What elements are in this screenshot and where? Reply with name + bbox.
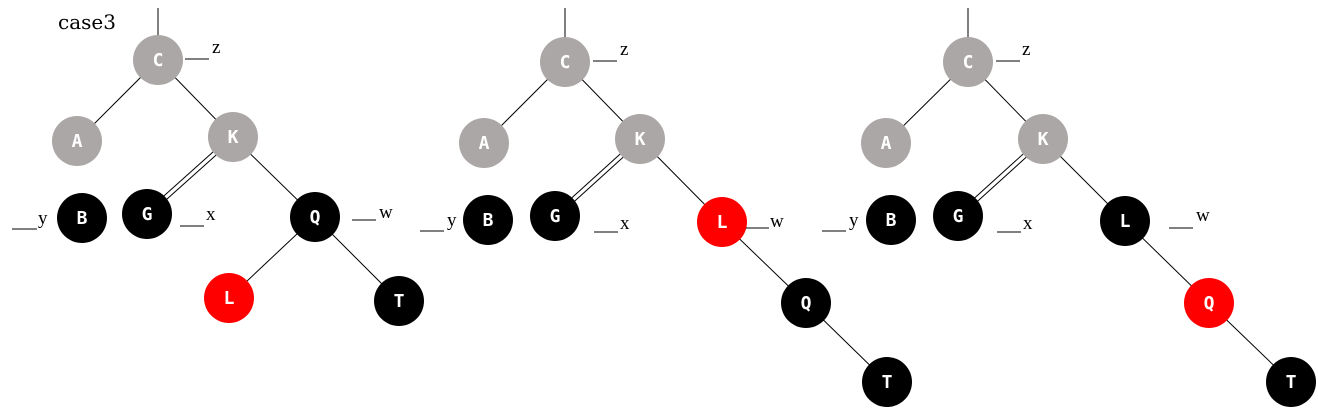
node-circle: [943, 37, 993, 87]
node-label: A: [72, 131, 83, 152]
node-circle: [1018, 114, 1068, 164]
node-circle: [540, 37, 590, 87]
node-label: C: [963, 52, 974, 73]
node-circle: [530, 191, 580, 241]
node-C: C: [943, 37, 993, 87]
node-label: A: [479, 133, 490, 154]
annotation-label-y: y: [38, 208, 48, 229]
annotation-label-y: y: [849, 210, 859, 231]
panel-3: C A K B G L Q Tz y x w: [822, 8, 1316, 407]
node-G: G: [933, 191, 983, 241]
node-G: G: [530, 191, 580, 241]
node-label: C: [153, 50, 164, 71]
node-circle: [374, 276, 424, 326]
node-circle: [1100, 196, 1150, 246]
node-circle: [1266, 357, 1316, 407]
node-label: T: [1286, 372, 1297, 393]
node-circle: [463, 195, 513, 245]
node-C: C: [540, 37, 590, 87]
node-K: K: [208, 112, 258, 162]
node-label: T: [882, 372, 893, 393]
annotation-label-w: w: [1196, 205, 1210, 226]
node-circle: [459, 118, 509, 168]
node-label: K: [228, 127, 239, 148]
node-label: Q: [801, 293, 812, 314]
node-circle: [133, 35, 183, 85]
node-L: L: [1100, 196, 1150, 246]
annotation-label-y: y: [447, 210, 457, 231]
panel-1: C A K B G Q L Tz y x w: [12, 8, 424, 326]
node-label: B: [77, 208, 88, 229]
node-label: G: [550, 206, 561, 227]
node-circle: [615, 114, 665, 164]
node-label: G: [142, 204, 153, 225]
node-circle: [290, 192, 340, 242]
node-L: L: [204, 273, 254, 323]
node-circle: [861, 118, 911, 168]
node-label: B: [886, 210, 897, 231]
node-A: A: [861, 118, 911, 168]
node-T: T: [862, 357, 912, 407]
annotation-label-z: z: [212, 37, 220, 58]
node-label: B: [483, 210, 494, 231]
node-B: B: [866, 195, 916, 245]
annotation-label-w: w: [379, 202, 393, 223]
node-G: G: [122, 189, 172, 239]
node-C: C: [133, 35, 183, 85]
node-B: B: [57, 193, 107, 243]
node-circle: [866, 195, 916, 245]
node-Q: Q: [1184, 278, 1234, 328]
node-label: L: [717, 212, 728, 233]
node-circle: [781, 278, 831, 328]
annotation-label-w: w: [770, 211, 784, 232]
panel-2: C A K B G L Q Tz y x w: [420, 8, 912, 407]
node-K: K: [1018, 114, 1068, 164]
node-circle: [204, 273, 254, 323]
annotation-label-x: x: [206, 204, 216, 225]
node-label: L: [224, 288, 235, 309]
node-label: T: [394, 291, 405, 312]
annotation-label-x: x: [620, 213, 630, 234]
node-circle: [1184, 278, 1234, 328]
annotation-label-z: z: [1022, 39, 1030, 60]
node-circle: [52, 116, 102, 166]
node-T: T: [374, 276, 424, 326]
node-label: K: [635, 129, 646, 150]
annotation-label-z: z: [620, 39, 628, 60]
node-label: Q: [1204, 293, 1215, 314]
node-circle: [57, 193, 107, 243]
node-circle: [208, 112, 258, 162]
node-Q: Q: [781, 278, 831, 328]
node-circle: [933, 191, 983, 241]
node-label: L: [1120, 211, 1131, 232]
node-label: A: [881, 133, 892, 154]
node-L: L: [697, 197, 747, 247]
node-circle: [697, 197, 747, 247]
node-label: G: [953, 206, 964, 227]
case-title: case3: [58, 10, 116, 34]
node-B: B: [463, 195, 513, 245]
node-label: Q: [310, 207, 321, 228]
node-label: K: [1038, 129, 1049, 150]
node-Q: Q: [290, 192, 340, 242]
node-circle: [862, 357, 912, 407]
node-T: T: [1266, 357, 1316, 407]
node-label: C: [560, 52, 571, 73]
node-A: A: [52, 116, 102, 166]
annotation-label-x: x: [1023, 213, 1033, 234]
node-K: K: [615, 114, 665, 164]
node-A: A: [459, 118, 509, 168]
node-circle: [122, 189, 172, 239]
